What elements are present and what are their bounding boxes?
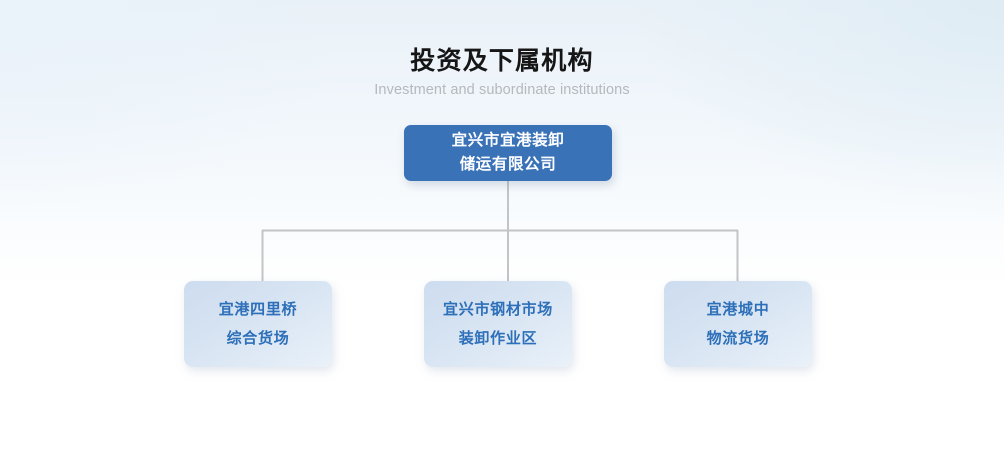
chart-header: 投资及下属机构 Investment and subordinate insti… <box>0 44 1004 101</box>
org-node-child-2-line-1: 宜港城中 <box>706 301 770 318</box>
org-node-child-1-line-1: 宜兴市钢材市场 <box>443 301 553 318</box>
org-node-child-0[interactable]: 宜港四里桥 综合货场 <box>184 281 332 367</box>
org-node-child-2[interactable]: 宜港城中 物流货场 <box>664 281 812 367</box>
org-node-child-0-line-1: 宜港四里桥 <box>218 301 298 318</box>
page-title: 投资及下属机构 <box>410 47 594 75</box>
org-node-child-1[interactable]: 宜兴市钢材市场 装卸作业区 <box>424 281 572 367</box>
org-node-root-line-1: 宜兴市宜港装卸 <box>451 132 565 149</box>
org-node-child-2-line-2: 物流货场 <box>706 330 770 347</box>
org-node-child-1-line-2: 装卸作业区 <box>458 330 538 347</box>
page-subtitle: Investment and subordinate institutions <box>374 82 630 98</box>
org-node-root-line-2: 储运有限公司 <box>459 156 557 173</box>
org-node-child-0-line-2: 综合货场 <box>226 330 290 347</box>
org-node-root[interactable]: 宜兴市宜港装卸 储运有限公司 <box>404 125 612 181</box>
